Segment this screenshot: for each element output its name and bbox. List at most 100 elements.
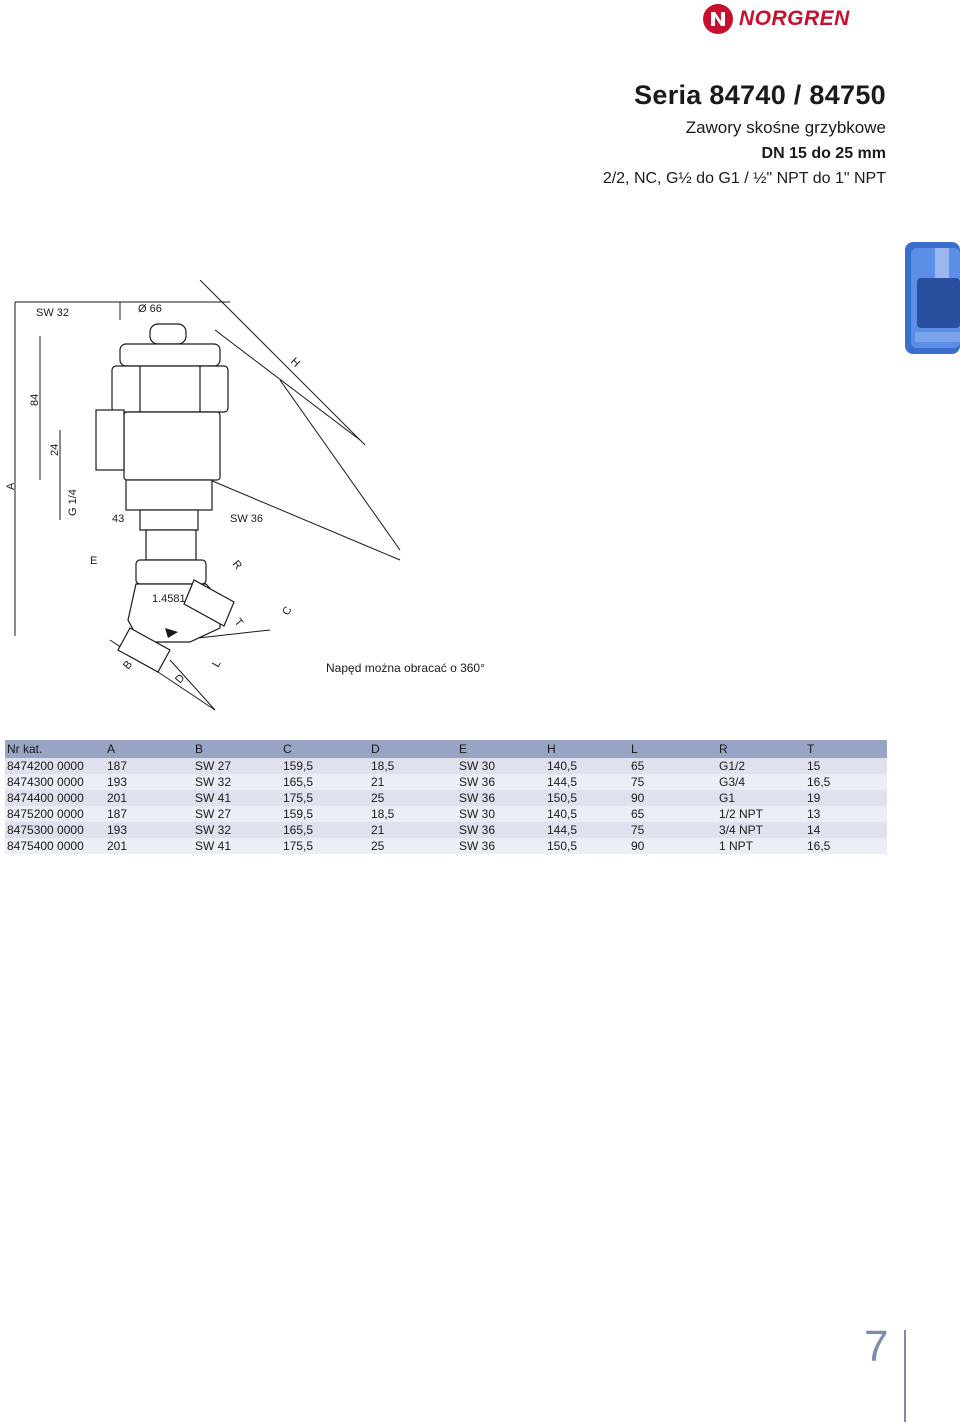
table-cell: 8474400 0000 (5, 790, 105, 806)
table-cell: 175,5 (281, 838, 369, 854)
page-divider (904, 1330, 906, 1422)
table-header-row: Nr kat. A B C D E H L R T (5, 740, 887, 758)
table-cell: SW 30 (457, 806, 545, 822)
table-cell: 21 (369, 774, 457, 790)
dim-d66: Ø 66 (138, 303, 162, 315)
table-cell: G1 (717, 790, 805, 806)
table-cell: 201 (105, 790, 193, 806)
table-cell: 140,5 (545, 806, 629, 822)
table-cell: 16,5 (805, 774, 887, 790)
table-cell: 8475300 0000 (5, 822, 105, 838)
table-cell: SW 30 (457, 758, 545, 774)
table-cell: SW 32 (193, 774, 281, 790)
table-cell: 14 (805, 822, 887, 838)
table-cell: SW 36 (457, 838, 545, 854)
dim-24: 24 (49, 444, 61, 456)
col-header: R (717, 740, 805, 758)
table-cell: 150,5 (545, 790, 629, 806)
norgren-logo: NORGREN (703, 2, 887, 36)
table-cell: SW 41 (193, 790, 281, 806)
table-cell: 8474300 0000 (5, 774, 105, 790)
col-header: D (369, 740, 457, 758)
table-row: 8474400 0000 201 SW 41 175,5 25 SW 36 15… (5, 790, 887, 806)
rotation-note: Napęd można obracać o 360° (326, 661, 485, 675)
table-cell: 15 (805, 758, 887, 774)
valve-spec: 2/2, NC, G½ do G1 / ½" NPT do 1" NPT (602, 170, 886, 187)
table-cell: 8475200 0000 (5, 806, 105, 822)
table-cell: 75 (629, 822, 717, 838)
table-cell: G1/2 (717, 758, 805, 774)
table-cell: 21 (369, 822, 457, 838)
page-title: Seria 84740 / 84750 (634, 80, 886, 110)
table-row: 8475300 0000 193 SW 32 165,5 21 SW 36 14… (5, 822, 887, 838)
table-cell: 19 (805, 790, 887, 806)
dim-g14: G 1/4 (67, 489, 79, 516)
table-cell: G3/4 (717, 774, 805, 790)
col-header: L (629, 740, 717, 758)
table-cell: 18,5 (369, 806, 457, 822)
table-cell: SW 27 (193, 758, 281, 774)
table-cell: 8475400 0000 (5, 838, 105, 854)
table-cell: SW 41 (193, 838, 281, 854)
table-cell: 187 (105, 806, 193, 822)
dim-sw36: SW 36 (230, 513, 263, 525)
col-header: A (105, 740, 193, 758)
table-cell: 159,5 (281, 806, 369, 822)
size-range: DN 15 do 25 mm (761, 145, 886, 162)
norgren-logo-icon (703, 4, 733, 34)
table-row: 8475200 0000 187 SW 27 159,5 18,5 SW 30 … (5, 806, 887, 822)
dim-l: L (210, 658, 223, 669)
dim-43: 43 (112, 513, 124, 525)
table-cell: 8474200 0000 (5, 758, 105, 774)
table-cell: 13 (805, 806, 887, 822)
table-cell: SW 36 (457, 790, 545, 806)
product-photo (905, 242, 960, 354)
brand-name: NORGREN (739, 7, 850, 30)
dim-e: E (90, 555, 97, 567)
dim-sw32: SW 32 (36, 307, 69, 319)
table-cell: 1/2 NPT (717, 806, 805, 822)
table-cell: 1 NPT (717, 838, 805, 854)
dim-a: A (5, 482, 17, 490)
table-cell: SW 36 (457, 822, 545, 838)
spec-table: Nr kat. A B C D E H L R T 8474200 0000 1… (5, 740, 887, 854)
table-cell: 65 (629, 806, 717, 822)
table-cell: 18,5 (369, 758, 457, 774)
col-header: E (457, 740, 545, 758)
table-cell: 25 (369, 838, 457, 854)
technical-drawing: SW 32 Ø 66 H 84 24 A G 1/4 43 SW 36 E R … (0, 279, 700, 720)
table-cell: 90 (629, 838, 717, 854)
col-header: T (805, 740, 887, 758)
table-cell: SW 36 (457, 774, 545, 790)
table-cell: 201 (105, 838, 193, 854)
table-cell: 144,5 (545, 822, 629, 838)
table-cell: 3/4 NPT (717, 822, 805, 838)
table-cell: 75 (629, 774, 717, 790)
table-cell: 159,5 (281, 758, 369, 774)
table-cell: 65 (629, 758, 717, 774)
table-row: 8474300 0000 193 SW 32 165,5 21 SW 36 14… (5, 774, 887, 790)
col-header: H (545, 740, 629, 758)
table-row: 8474200 0000 187 SW 27 159,5 18,5 SW 30 … (5, 758, 887, 774)
table-cell: SW 32 (193, 822, 281, 838)
dim-r: R (230, 558, 244, 572)
table-cell: 150,5 (545, 838, 629, 854)
col-header: C (281, 740, 369, 758)
table-cell: 144,5 (545, 774, 629, 790)
material-label: 1.4581 (152, 593, 186, 605)
table-cell: 187 (105, 758, 193, 774)
table-cell: 193 (105, 774, 193, 790)
table-cell: 16,5 (805, 838, 887, 854)
table-cell: 165,5 (281, 774, 369, 790)
table-cell: 165,5 (281, 822, 369, 838)
table-row: 8475400 0000 201 SW 41 175,5 25 SW 36 15… (5, 838, 887, 854)
col-header: B (193, 740, 281, 758)
table-cell: 90 (629, 790, 717, 806)
dim-h: H (288, 356, 302, 370)
table-cell: SW 27 (193, 806, 281, 822)
dim-b: B (121, 659, 135, 672)
table-cell: 193 (105, 822, 193, 838)
col-header: Nr kat. (5, 740, 105, 758)
dim-84: 84 (29, 394, 41, 406)
dim-c: C (280, 605, 294, 618)
